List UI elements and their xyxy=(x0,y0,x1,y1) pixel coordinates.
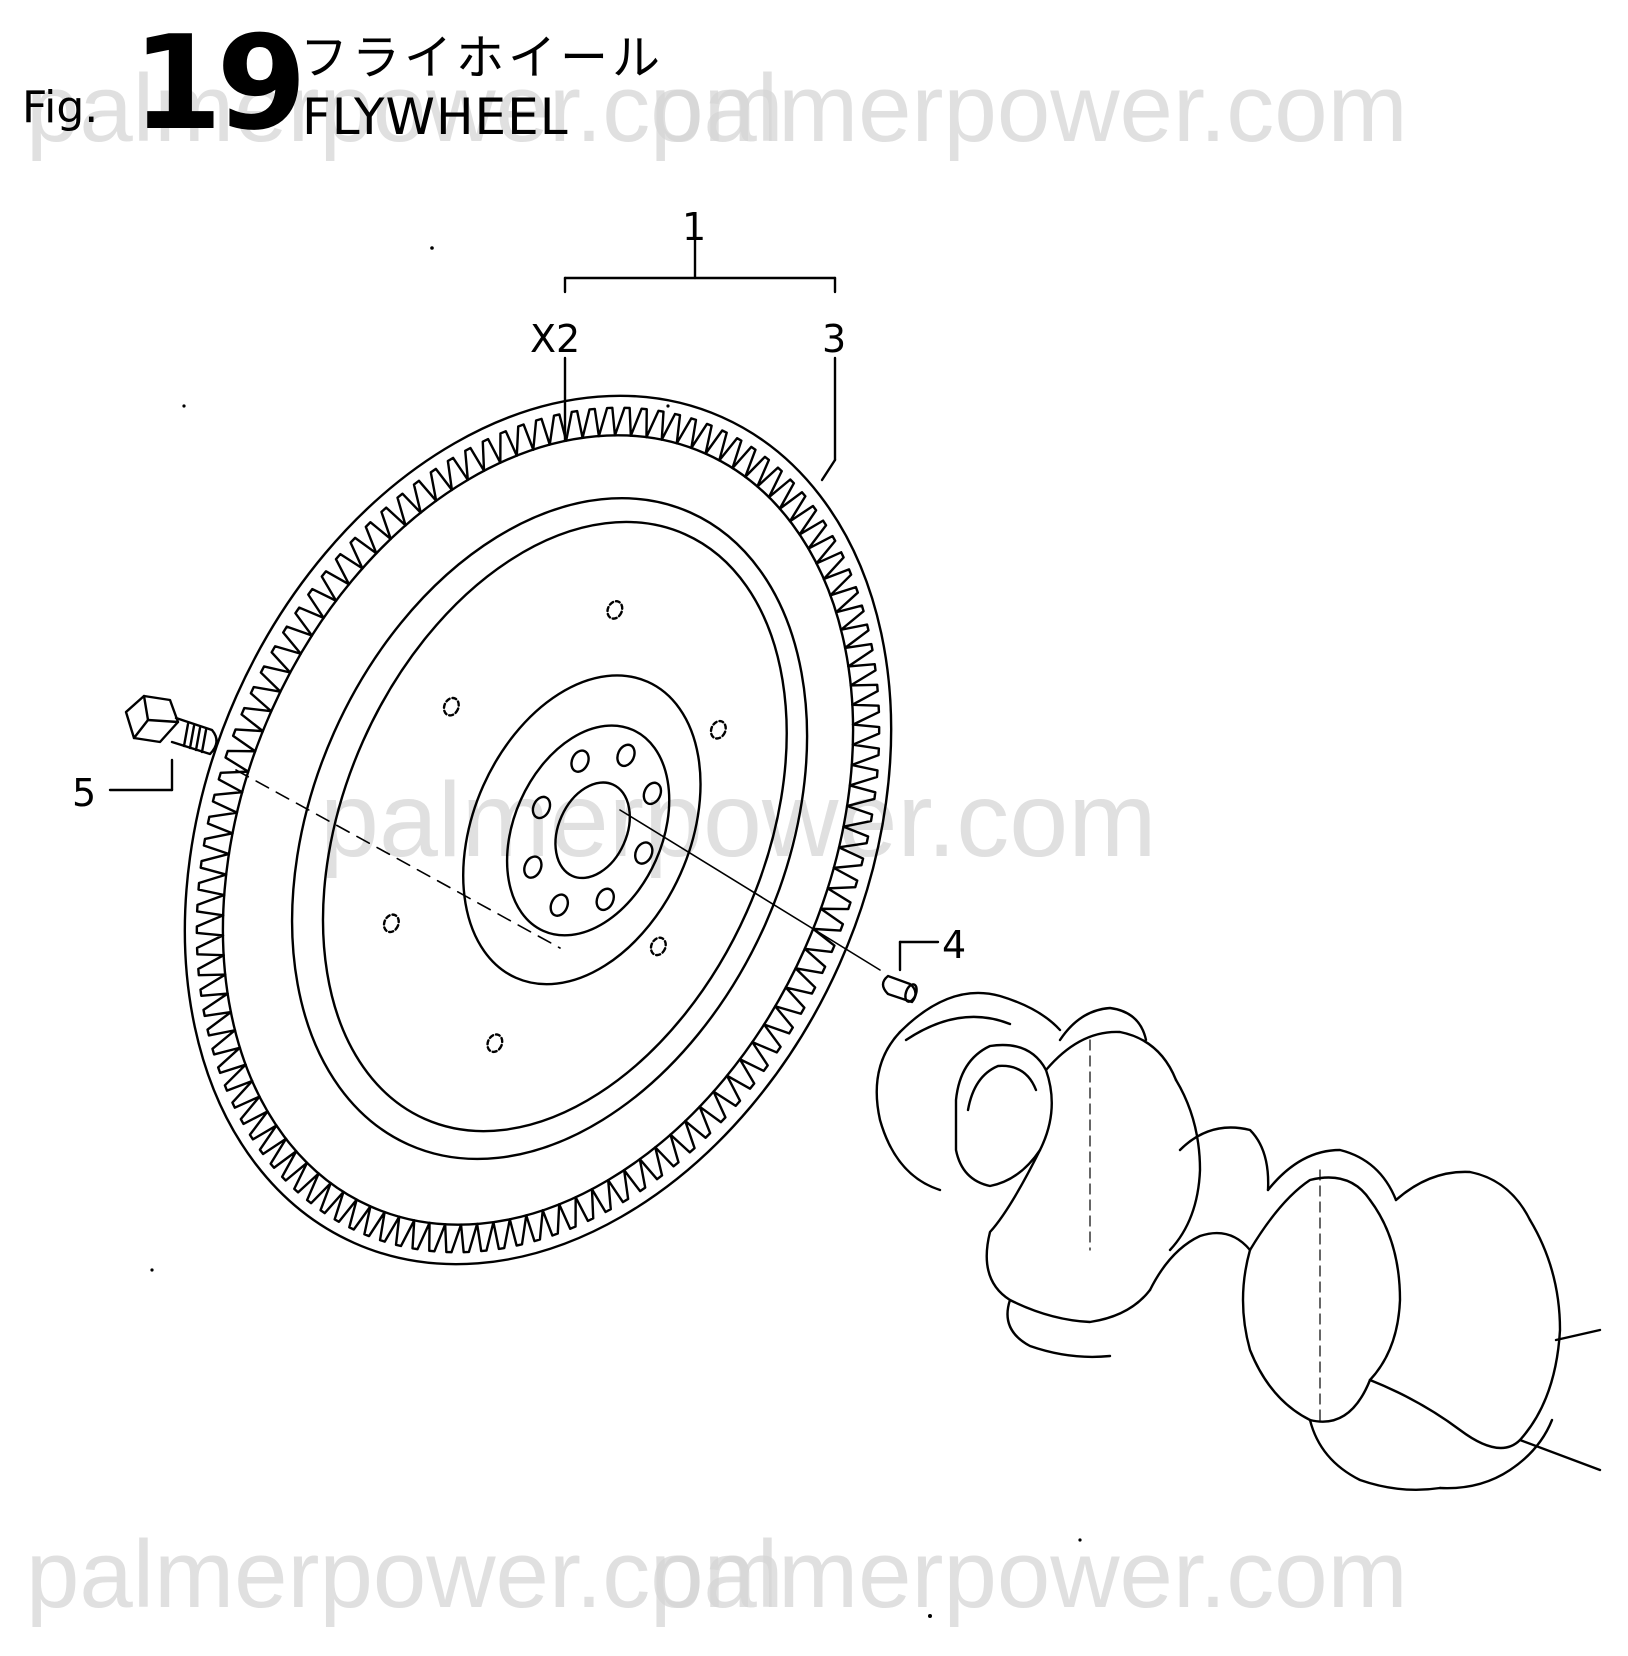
pressure-plate-hole xyxy=(649,936,667,957)
hub-bolt-hole xyxy=(549,893,570,917)
pressure-plate-hole xyxy=(382,913,400,934)
watermark-bottom-left: palmerpower.com xyxy=(26,1521,784,1628)
flywheel-hub-ring xyxy=(505,724,671,937)
crank-web-3 xyxy=(1394,1170,1532,1222)
flywheel-bolt xyxy=(124,694,218,756)
crank-web-1 xyxy=(1044,1030,1178,1082)
flywheel-center-bore xyxy=(554,781,631,880)
flywheel-hub-outer xyxy=(462,674,702,986)
flywheel-clutch-face xyxy=(321,520,788,1133)
scan-specks xyxy=(150,246,1082,1618)
hub-bolt-hole xyxy=(531,795,552,820)
title-english: FLYWHEEL xyxy=(302,88,569,146)
watermark-top-right: palmerpower.com xyxy=(650,55,1408,162)
callout-label-4: 4 xyxy=(942,923,966,967)
title-japanese: フライホイール xyxy=(300,30,665,86)
callout-5-leader xyxy=(108,758,174,792)
pressure-plate-hole xyxy=(606,600,624,620)
hub-bolt-hole xyxy=(634,841,654,865)
hub-bolt-hole xyxy=(595,887,615,912)
dowel-pin xyxy=(881,974,918,1004)
pressure-plate-hole xyxy=(709,719,727,740)
crank-tail xyxy=(1518,1328,1602,1472)
hub-bolt-holes xyxy=(523,743,663,917)
crank-web-1-edge xyxy=(1168,1078,1202,1252)
callout-label-x2: X2 xyxy=(530,317,580,361)
dowel-alignment-line xyxy=(619,809,881,971)
callout-label-3: 3 xyxy=(822,317,846,361)
hub-bolt-hole xyxy=(570,749,590,773)
flywheel-outer-rim xyxy=(183,394,893,1266)
figure-label: Fig. xyxy=(22,82,99,133)
pressure-plate-holes xyxy=(382,600,727,1054)
pressure-plate-hole xyxy=(442,696,460,717)
ring-gear-teeth-outline xyxy=(195,406,881,1254)
hub-bolt-hole xyxy=(616,743,636,768)
flywheel-face-ring xyxy=(290,497,809,1161)
crankshaft xyxy=(875,991,1602,1491)
callout-4-leader xyxy=(898,940,940,972)
crank-pin xyxy=(1148,1231,1252,1292)
bolt-alignment-line xyxy=(235,769,561,949)
crank-web-2 xyxy=(1266,1148,1398,1202)
crank-flange-left xyxy=(875,1030,942,1192)
watermark-bottom-right: palmerpower.com xyxy=(650,1521,1408,1628)
watermark-center: palmerpower.com xyxy=(320,761,1157,879)
watermark-top-left: palmerpower.com xyxy=(26,55,784,162)
pressure-plate-hole xyxy=(486,1033,504,1054)
hub-bolt-hole xyxy=(523,855,543,879)
flywheel-assembly xyxy=(183,394,893,1266)
crank-flange-top xyxy=(898,991,1062,1034)
hub-bolt-hole xyxy=(642,781,663,806)
crank-journal-front xyxy=(954,1043,1053,1188)
callout-label-5: 5 xyxy=(72,771,96,815)
ring-gear-teeth xyxy=(195,406,881,1254)
callout-label-1: 1 xyxy=(682,205,706,249)
figure-number: 19 xyxy=(132,7,307,159)
callout-1-bracket xyxy=(563,238,837,482)
ring-gear-root xyxy=(221,434,855,1226)
